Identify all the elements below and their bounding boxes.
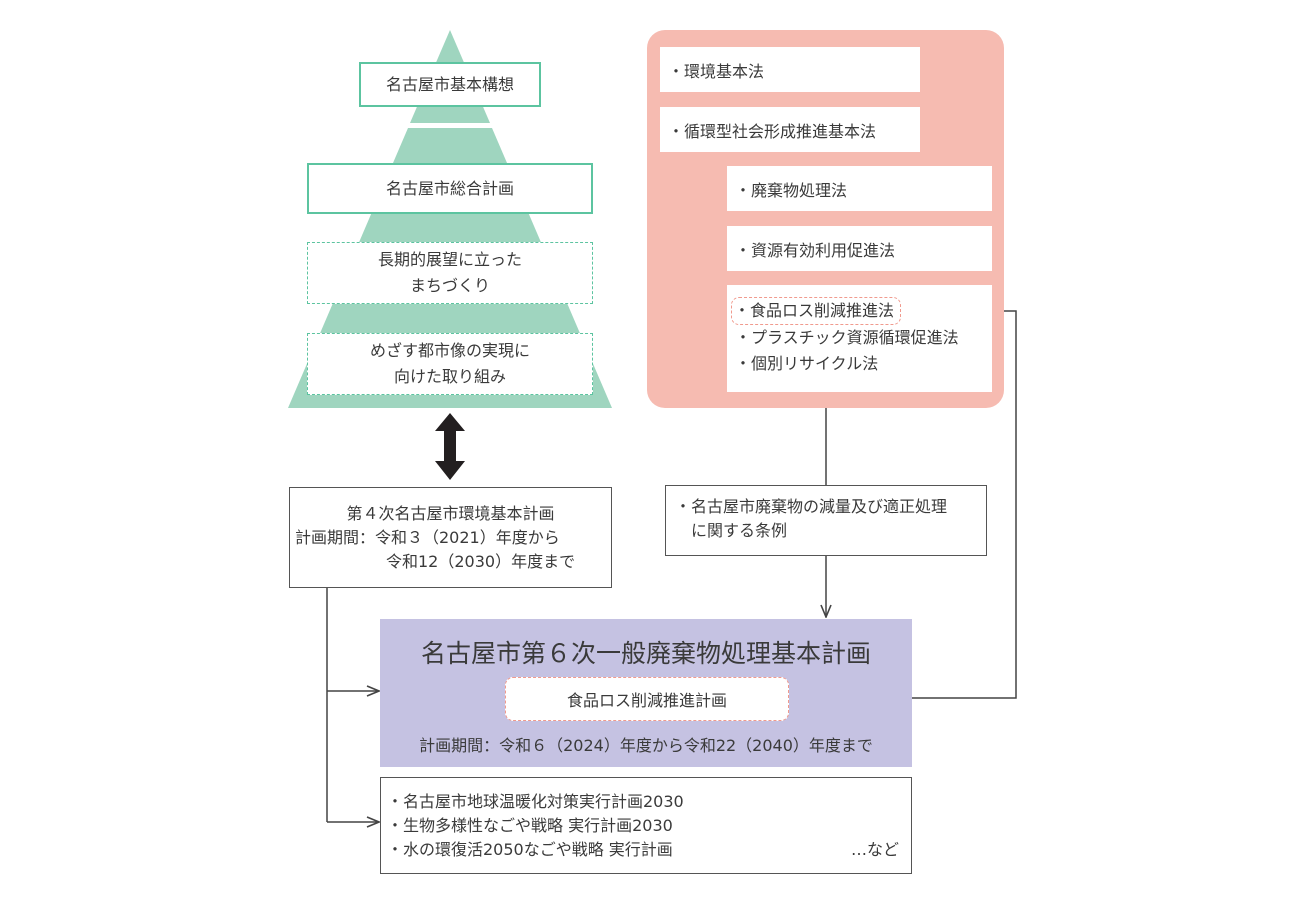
related-plan-item: ・名古屋市地球温暖化対策実行計画2030 bbox=[387, 792, 684, 811]
ordinance-line1: ・名古屋市廃棄物の減量及び適正処理 bbox=[675, 497, 948, 516]
related-plan-item: ・生物多様性なごや戦略 実行計画2030 bbox=[387, 816, 673, 835]
related-plans-etc: …など bbox=[850, 840, 899, 859]
law-waste-management: ・廃棄物処理法 bbox=[727, 166, 992, 211]
law-label: ・環境基本法 bbox=[668, 61, 765, 81]
ordinance-line2: に関する条例 bbox=[691, 521, 788, 540]
law-food-loss-highlight: ・食品ロス削減推進法 bbox=[731, 297, 902, 325]
main-plan-period: 計画期間：令和６（2024）年度から令和22（2040）年度まで bbox=[419, 736, 873, 755]
law-group-box: ・食品ロス削減推進法 ・プラスチック資源循環促進法 ・個別リサイクル法 bbox=[727, 285, 992, 392]
pyramid-level-initiatives: めざす都市像の実現に 向けた取り組み bbox=[307, 333, 593, 395]
law-plastic: ・プラスチック資源循環促進法 bbox=[735, 328, 959, 347]
law-resource-utilization: ・資源有効利用促進法 bbox=[727, 226, 992, 271]
environment-basic-plan-box: 第４次名古屋市環境基本計画 計画期間：令和３（2021）年度から 令和12（20… bbox=[289, 487, 612, 588]
double-arrow-icon bbox=[435, 413, 465, 480]
pyramid-level-basic-vision: 名古屋市基本構想 bbox=[359, 62, 541, 107]
law-label: ・資源有効利用促進法 bbox=[735, 240, 896, 260]
law-individual-recycling: ・個別リサイクル法 bbox=[735, 354, 879, 373]
related-plans-box: ・名古屋市地球温暖化対策実行計画2030 ・生物多様性なごや戦略 実行計画203… bbox=[380, 777, 912, 874]
law-label: ・廃棄物処理法 bbox=[735, 180, 848, 200]
law-environment-basic: ・環境基本法 bbox=[660, 47, 920, 92]
related-plan-item: ・水の環復活2050なごや戦略 実行計画 bbox=[387, 840, 673, 859]
main-plan-title: 名古屋市第６次一般廃棄物処理基本計画 bbox=[420, 639, 871, 668]
pyramid-level-label: 名古屋市総合計画 bbox=[385, 178, 514, 198]
pyramid-level-long-term: 長期的展望に立った まちづくり bbox=[307, 242, 593, 304]
food-loss-plan-label: 食品ロス削減推進計画 bbox=[566, 691, 727, 710]
pyramid-level-comprehensive-plan: 名古屋市総合計画 bbox=[307, 163, 593, 214]
law-sound-material-cycle: ・循環型社会形成推進基本法 bbox=[660, 107, 920, 152]
environment-plan-period-line2: 令和12（2030）年度まで bbox=[386, 552, 576, 571]
food-loss-plan-box: 食品ロス削減推進計画 bbox=[505, 677, 789, 721]
ordinance-box: ・名古屋市廃棄物の減量及び適正処理 に関する条例 bbox=[665, 485, 987, 556]
pyramid-level-line: 向けた取り組み bbox=[393, 367, 506, 386]
pyramid-level-label: 名古屋市基本構想 bbox=[385, 74, 514, 94]
pyramid-level-line: 長期的展望に立った bbox=[377, 250, 522, 269]
environment-plan-title: 第４次名古屋市環境基本計画 bbox=[346, 504, 555, 523]
pyramid-level-line: まちづくり bbox=[409, 276, 490, 295]
pyramid-level-line: めざす都市像の実現に bbox=[369, 341, 530, 360]
law-label: ・循環型社会形成推進基本法 bbox=[668, 121, 877, 141]
environment-plan-period-line1: 計画期間：令和３（2021）年度から bbox=[295, 528, 560, 547]
